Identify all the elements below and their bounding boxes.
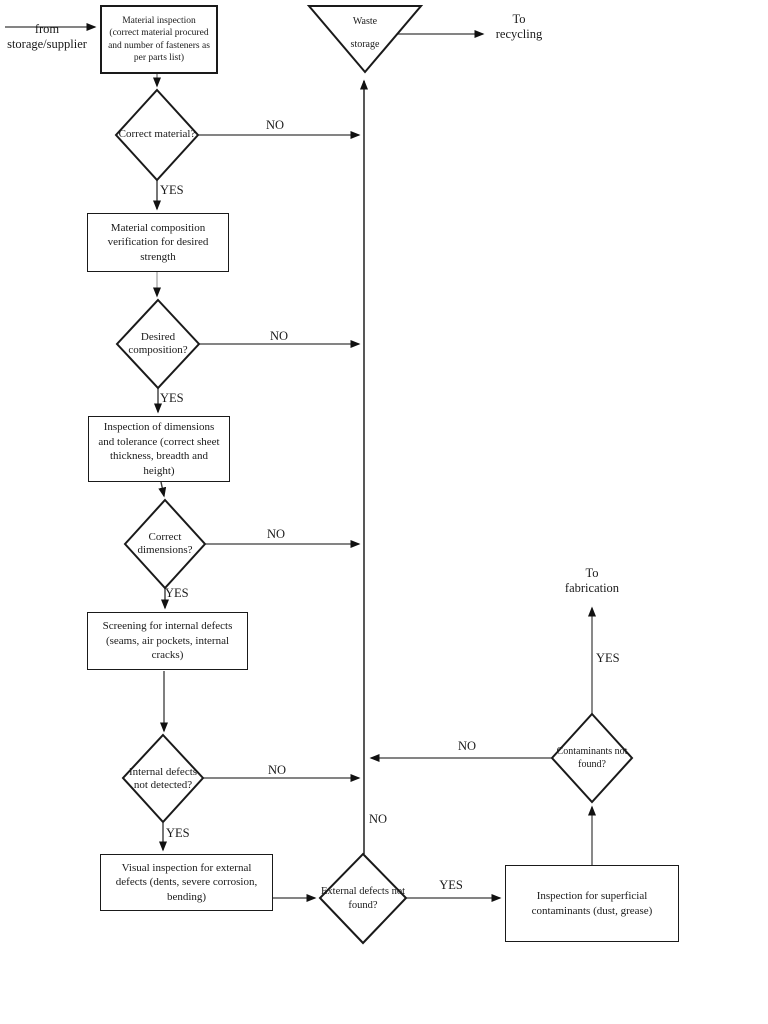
process-screening-internal-text: Screening for internal defects (seams, a… [102,620,233,662]
label-yes-external-defects: YES [439,878,463,892]
from-storage-label: from storage/supplier [2,22,92,52]
label-no-correct-material: NO [265,118,285,132]
to-recycling-line1: To [512,12,526,26]
label-yes-contaminants: YES [596,651,620,665]
label-no-correct-dimensions: NO [266,527,286,541]
label-no-contaminants: NO [457,739,477,753]
decision-external-defects-shape [318,852,408,945]
process-inspection-dimensions-text: Inspection of dimensions and tolerance (… [98,421,220,477]
process-visual-inspection-text: Visual inspection for external defects (… [115,861,258,903]
label-yes-internal-defects: YES [166,826,190,840]
label-no-internal-defects: NO [267,763,287,777]
from-storage-line2: storage/supplier [7,37,87,51]
waste-storage-line1: Waste [352,16,378,27]
label-yes-correct-dimensions: YES [165,586,189,600]
process-material-inspection-text: Material inspection (correct material pr… [108,15,210,64]
label-yes-desired-composition: YES [160,391,184,405]
process-superficial-contaminants: Inspection for superficial contaminants … [505,865,679,942]
to-fabrication-line1: To [585,566,599,580]
decision-correct-material-shape [114,88,200,182]
edge-dimensions-to-correct-dimensions [158,481,167,498]
waste-storage-label: Waste storage [330,10,400,52]
process-visual-inspection: Visual inspection for external defects (… [100,854,273,911]
waste-storage-line2: storage [350,39,380,50]
decision-internal-defects-shape [121,733,205,824]
to-recycling-line2: recycling [495,27,543,41]
label-no-external-defects: NO [369,812,388,826]
decision-contaminants-shape [550,712,634,804]
process-screening-internal: Screening for internal defects (seams, a… [87,612,248,670]
label-no-desired-composition: NO [269,329,289,343]
process-material-inspection: Material inspection (correct material pr… [100,5,218,74]
decision-correct-dimensions-shape [123,498,207,590]
label-yes-correct-material: YES [160,183,184,197]
process-superficial-contaminants-text: Inspection for superficial contaminants … [531,890,653,917]
to-recycling-label: To recycling [489,12,549,42]
to-fabrication-line2: fabrication [564,581,620,595]
process-material-composition-text: Material composition verification for de… [107,221,209,263]
waste-storage-triangle [306,5,424,74]
from-storage-line1: from [34,22,60,36]
decision-desired-composition-shape [115,298,201,390]
process-material-composition: Material composition verification for de… [87,213,229,272]
process-inspection-dimensions: Inspection of dimensions and tolerance (… [88,416,230,482]
to-fabrication-label: To fabrication [557,566,627,596]
